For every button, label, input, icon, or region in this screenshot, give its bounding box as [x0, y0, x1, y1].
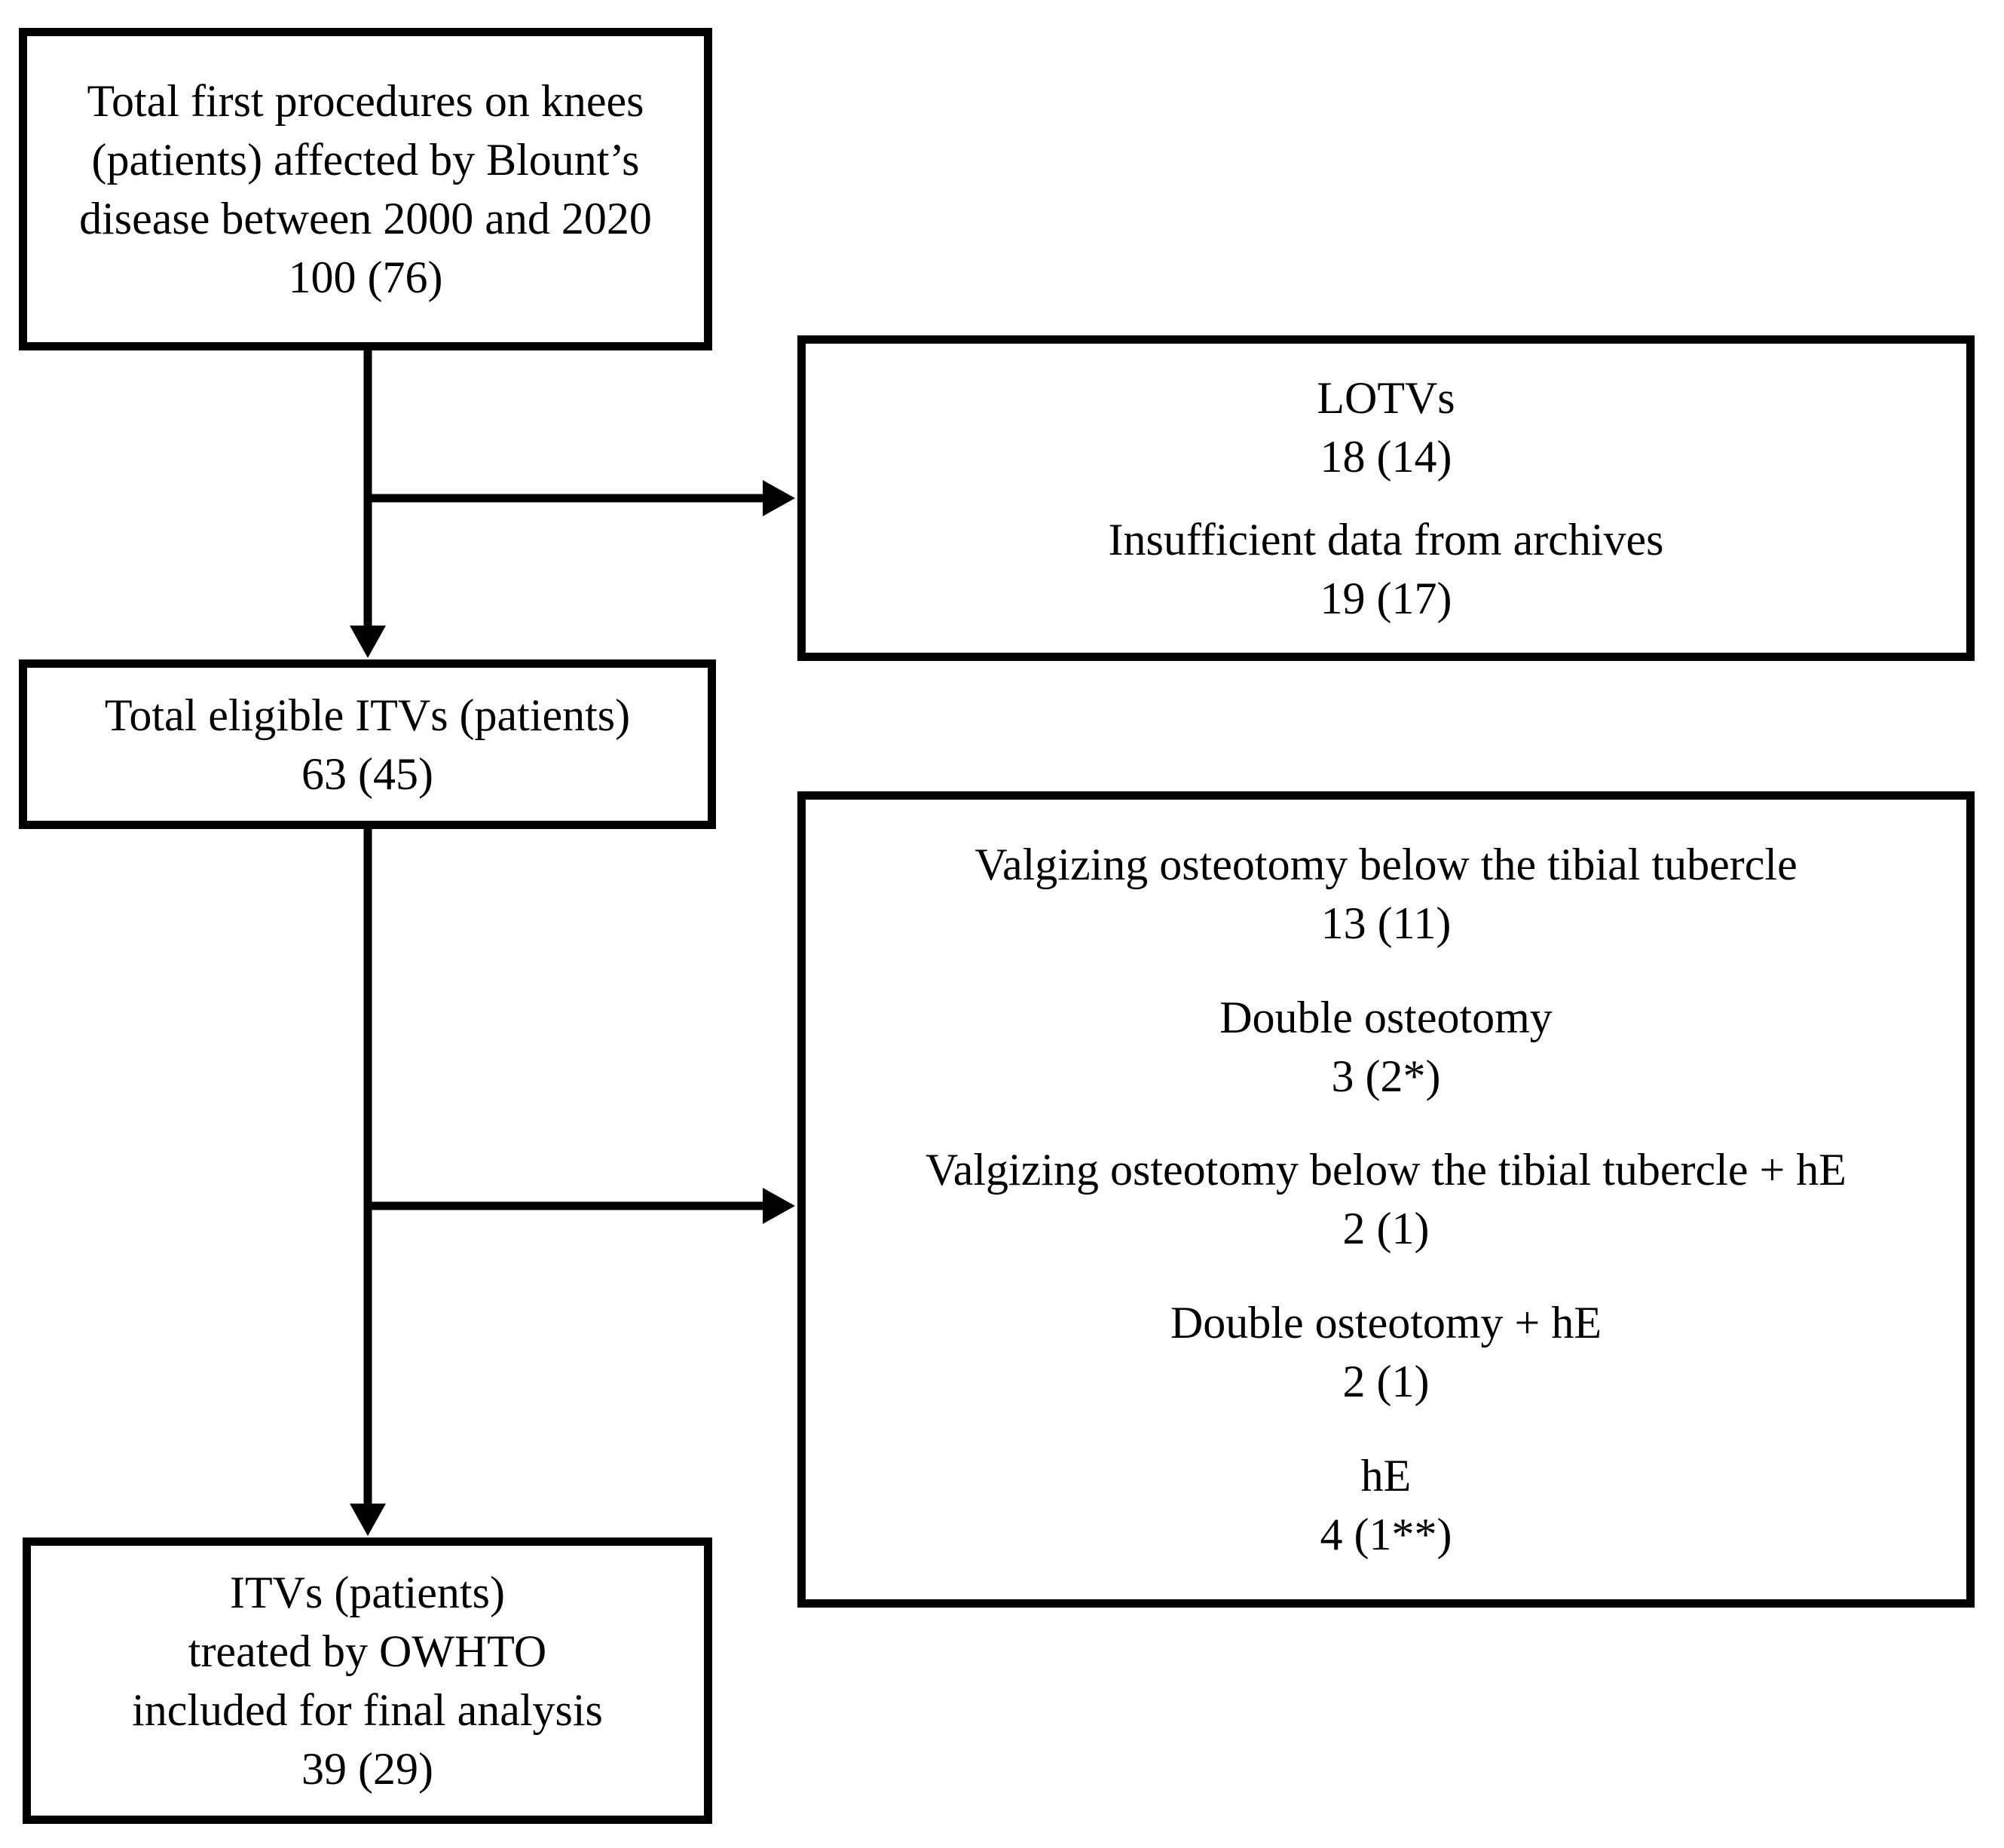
arrowhead-down-1: [350, 626, 386, 658]
total-first-procedures-count: 100 (76): [288, 252, 443, 302]
procedure-label: hE: [1360, 1451, 1412, 1501]
procedure-entry-valgizing-osteotomy: Valgizing osteotomy below the tibial tub…: [974, 835, 1797, 953]
box-total-eligible-itvs: Total eligible ITVs (patients) 63 (45): [19, 659, 716, 829]
procedure-count: 13 (11): [1320, 898, 1452, 948]
procedure-label: Double osteotomy: [1219, 992, 1553, 1042]
box-total-first-procedures: Total first procedures on knees (patient…: [19, 28, 712, 350]
eligible-itvs-text: Total eligible ITVs (patients): [104, 690, 631, 740]
procedure-entry-valgizing-osteotomy-he: Valgizing osteotomy below the tibial tub…: [926, 1140, 1846, 1258]
procedure-label: Valgizing osteotomy below the tibial tub…: [974, 839, 1797, 889]
total-first-procedures-text: Total first procedures on knees (patient…: [79, 76, 652, 243]
exclusion-count: 18 (14): [1320, 431, 1452, 482]
final-analysis-count: 39 (29): [301, 1744, 433, 1794]
procedure-label: Double osteotomy + hE: [1170, 1298, 1602, 1348]
procedure-count: 3 (2*): [1331, 1051, 1441, 1101]
final-analysis-text: ITVs (patients) treated by OWHTO include…: [132, 1568, 603, 1735]
procedure-label: Valgizing osteotomy below the tibial tub…: [926, 1145, 1846, 1195]
box-excluded-procedures: LOTVs 18 (14) Insufficient data from arc…: [797, 335, 1975, 661]
eligible-itvs-count: 63 (45): [301, 748, 433, 799]
exclusion-count: 19 (17): [1320, 574, 1452, 624]
exclusion-label: Insufficient data from archives: [1108, 515, 1664, 565]
arrowhead-right-2: [763, 1188, 795, 1224]
procedure-entry-he: hE 4 (1**): [1320, 1446, 1452, 1564]
box-other-procedures: Valgizing osteotomy below the tibial tub…: [797, 791, 1975, 1608]
exclusion-entry-lotvs: LOTVs 18 (14): [1317, 369, 1455, 486]
box-final-analysis: ITVs (patients) treated by OWHTO include…: [23, 1537, 712, 1824]
arrowhead-right-1: [763, 480, 795, 516]
procedure-entry-double-osteotomy-he: Double osteotomy + hE 2 (1): [1170, 1293, 1602, 1411]
procedure-count: 2 (1): [1342, 1204, 1430, 1254]
procedure-entry-double-osteotomy: Double osteotomy 3 (2*): [1219, 988, 1553, 1106]
exclusion-label: LOTVs: [1317, 372, 1455, 423]
procedure-count: 4 (1**): [1320, 1510, 1452, 1560]
arrowhead-down-2: [350, 1504, 386, 1536]
exclusion-entry-insufficient-data: Insufficient data from archives 19 (17): [1109, 510, 1664, 628]
procedure-count: 2 (1): [1342, 1357, 1430, 1407]
